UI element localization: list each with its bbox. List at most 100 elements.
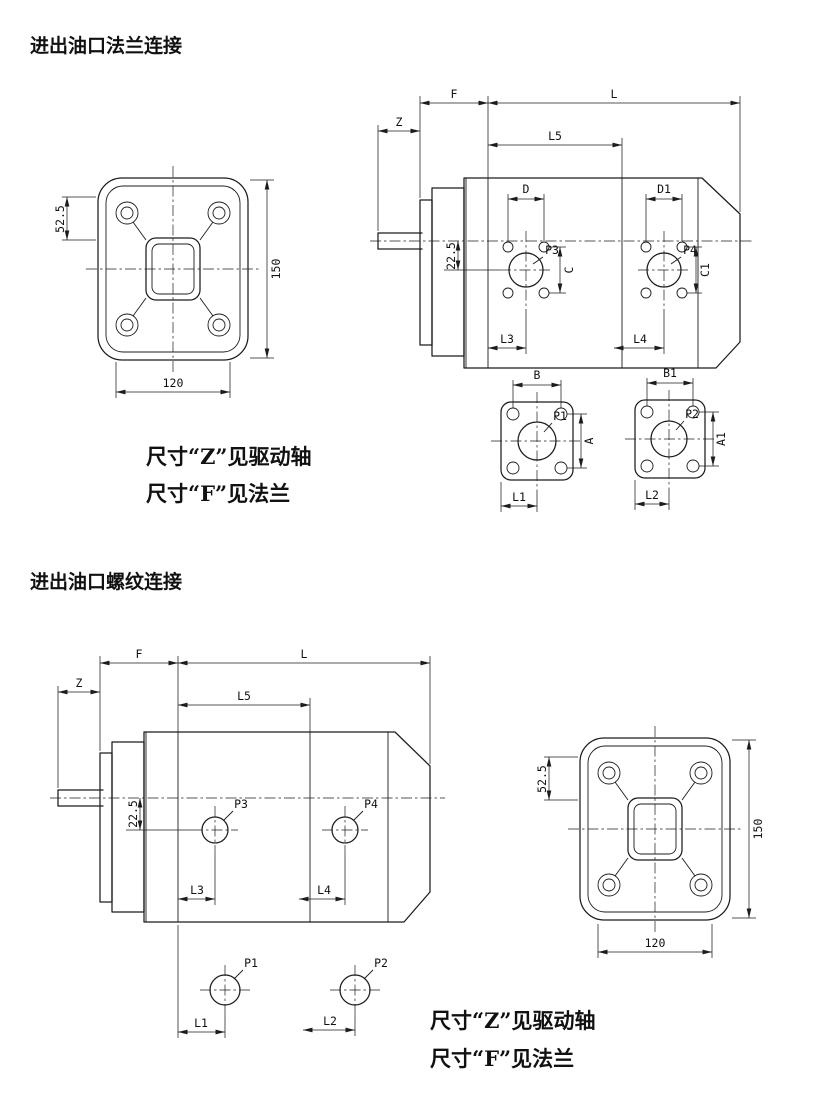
dim-label-D: D xyxy=(523,182,530,196)
port-p4-flange xyxy=(638,231,690,309)
drawing-line xyxy=(681,857,696,877)
bolt-hole xyxy=(207,201,231,225)
drawing-line xyxy=(233,969,244,980)
drawing-line xyxy=(614,781,629,801)
side-view-flange xyxy=(370,177,752,369)
port-label-p4: P4 xyxy=(364,797,378,811)
front-view-thread xyxy=(568,726,742,932)
drawing-circle xyxy=(694,878,708,892)
dim-label-52-5: 52.5 xyxy=(53,205,67,233)
section-title-flange: 进出油口法兰连接 xyxy=(30,34,182,57)
dim-label-B1: B1 xyxy=(663,366,677,380)
dim-label-Z: Z xyxy=(396,115,403,129)
dim-label-A1: A1 xyxy=(714,432,728,446)
dim-label-L: L xyxy=(301,647,308,661)
drawing-line xyxy=(614,857,629,877)
bolt-hole xyxy=(689,873,713,897)
drawing-line xyxy=(532,256,544,265)
dim-label-D1: D1 xyxy=(657,182,671,196)
dim-label-Z: Z xyxy=(76,676,83,690)
dim-label-L3: L3 xyxy=(190,883,204,897)
drawing-circle xyxy=(694,766,708,780)
drawing-line xyxy=(199,221,214,241)
drawing-line xyxy=(675,420,685,431)
caption-f-flange: 尺寸“F”见法兰 xyxy=(146,481,290,506)
port-label-p3: P3 xyxy=(545,243,559,257)
pump-body-outline xyxy=(463,177,741,369)
front-view-flange-dimensions: 52.5 150 120 xyxy=(53,179,283,398)
bolt-hole xyxy=(597,873,621,897)
port-detail-thread: P1 P2 L1 L2 xyxy=(177,925,388,1038)
bolt-hole xyxy=(207,313,231,337)
bolt-hole xyxy=(597,761,621,785)
caption-f-flange: 尺寸“F”见法兰 xyxy=(430,1046,574,1071)
bolt-hole xyxy=(640,287,652,299)
dim-label-120: 120 xyxy=(645,936,666,950)
dim-label-L4: L4 xyxy=(317,883,331,897)
port-label-p2: P2 xyxy=(374,956,388,970)
dim-label-L1: L1 xyxy=(194,1016,208,1030)
dim-label-150: 150 xyxy=(269,259,283,280)
port-label-p3: P3 xyxy=(234,797,248,811)
drawing-line xyxy=(363,969,374,980)
dim-label-22-5: 22.5 xyxy=(444,242,458,270)
bolt-hole xyxy=(502,241,514,253)
port-p4-thread xyxy=(322,806,368,854)
dim-label-L4: L4 xyxy=(633,332,647,346)
dim-label-L: L xyxy=(611,87,618,101)
dim-label-B: B xyxy=(534,368,541,382)
dim-label-L5: L5 xyxy=(548,129,562,143)
bolt-hole xyxy=(640,459,654,473)
drawing-circle xyxy=(602,878,616,892)
dim-label-F: F xyxy=(136,647,143,661)
drawing-line xyxy=(670,256,682,265)
dim-label-22-5: 22.5 xyxy=(126,800,140,828)
dim-label-C1: C1 xyxy=(698,263,712,277)
bolt-hole xyxy=(115,313,139,337)
port-label-p2: P2 xyxy=(685,407,699,421)
caption-z-drive-shaft: 尺寸“Z”见驱动轴 xyxy=(146,444,312,469)
port-label-p1: P1 xyxy=(553,409,567,423)
drawing-circle xyxy=(212,318,226,332)
caption-z-drive-shaft: 尺寸“Z”见驱动轴 xyxy=(430,1008,596,1033)
dim-label-120: 120 xyxy=(163,376,184,390)
side-view-flange-dimensions: F L Z L5 D D1 P3 P4 22.5 C C1 L3 xyxy=(377,87,741,354)
dim-label-L2: L2 xyxy=(323,1014,337,1028)
bolt-hole xyxy=(640,241,652,253)
bolt-hole xyxy=(502,287,514,299)
dim-label-150: 150 xyxy=(751,819,765,840)
bolt-hole xyxy=(689,761,713,785)
drawing-line xyxy=(199,297,214,317)
front-view-flange xyxy=(86,166,260,372)
drawing-circle xyxy=(120,206,134,220)
drawing-line xyxy=(223,810,234,821)
drawing-line xyxy=(543,422,553,433)
drawing-line xyxy=(132,297,147,317)
front-view-thread-dimensions: 52.5 150 120 xyxy=(535,739,765,958)
drawing-line xyxy=(681,781,696,801)
dim-label-C: C xyxy=(562,266,576,273)
dim-label-L1: L1 xyxy=(512,490,526,504)
dim-label-F: F xyxy=(451,87,458,101)
dim-label-52-5: 52.5 xyxy=(535,765,549,793)
dim-label-A: A xyxy=(582,437,596,444)
drawing-circle xyxy=(212,206,226,220)
bolt-hole xyxy=(115,201,139,225)
side-view-thread xyxy=(50,731,445,923)
dim-label-L2: L2 xyxy=(645,488,659,502)
drawing-line xyxy=(132,221,147,241)
port-detail-p1: P1 B A L1 xyxy=(491,368,596,512)
port-p3-thread xyxy=(192,806,238,854)
drawing-line xyxy=(353,810,364,821)
pump-body-outline xyxy=(143,731,431,923)
side-view-thread-dimensions: F L Z L5 22.5 P3 P4 L3 L4 xyxy=(57,647,431,905)
dim-label-L3: L3 xyxy=(500,332,514,346)
port-label-p1: P1 xyxy=(244,956,258,970)
drawing-circle xyxy=(602,766,616,780)
drawing-circle xyxy=(120,318,134,332)
port-detail-p2: P2 B1 A1 L2 xyxy=(625,366,728,510)
port-label-p4: P4 xyxy=(683,243,697,257)
bolt-hole xyxy=(506,461,520,475)
